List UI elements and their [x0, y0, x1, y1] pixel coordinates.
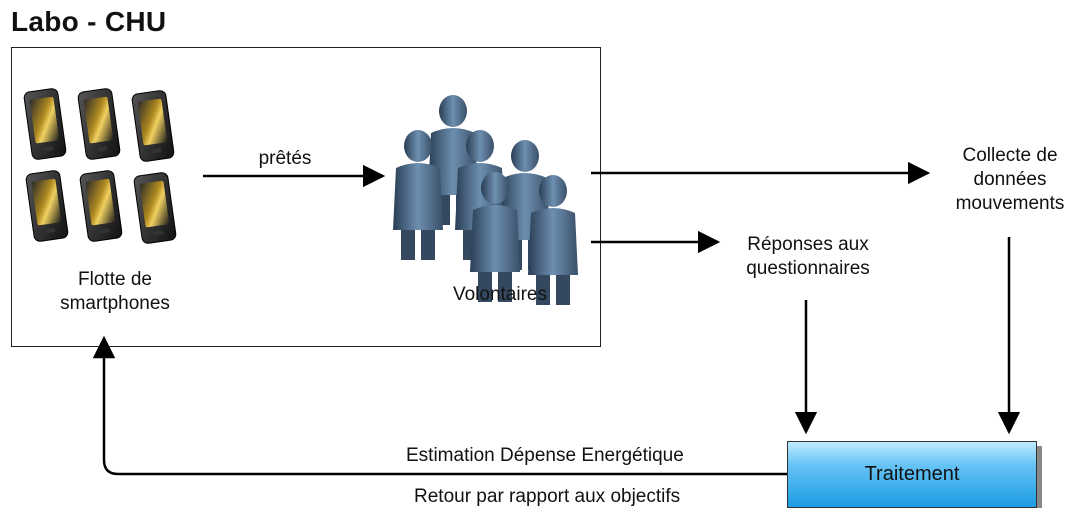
- lent-label: prêtés: [258, 148, 312, 169]
- smartphone-icon: [130, 89, 176, 163]
- fleet-label: Flotte de smartphones: [60, 269, 170, 314]
- estimation-label: Estimation Dépense Energétique: [406, 445, 684, 466]
- smartphone-icon: [24, 169, 70, 243]
- feedback-arrow: [92, 335, 787, 476]
- responses-label: Réponses aux questionnaires: [746, 234, 870, 279]
- feedback-label: Retour par rapport aux objectifs: [414, 486, 681, 507]
- smartphone-icon: [22, 87, 68, 161]
- processing-label: Traitement: [864, 463, 960, 485]
- lab-chu-box: [11, 47, 601, 347]
- diagram-title: Labo - CHU: [11, 6, 167, 37]
- smartphone-icon: [132, 171, 178, 245]
- smartphone-icon: [78, 169, 124, 243]
- smartphone-icon: [76, 87, 122, 161]
- collect-label: Collecte de données mouvements: [955, 145, 1065, 214]
- volunteers-label: Volontaires: [452, 284, 547, 305]
